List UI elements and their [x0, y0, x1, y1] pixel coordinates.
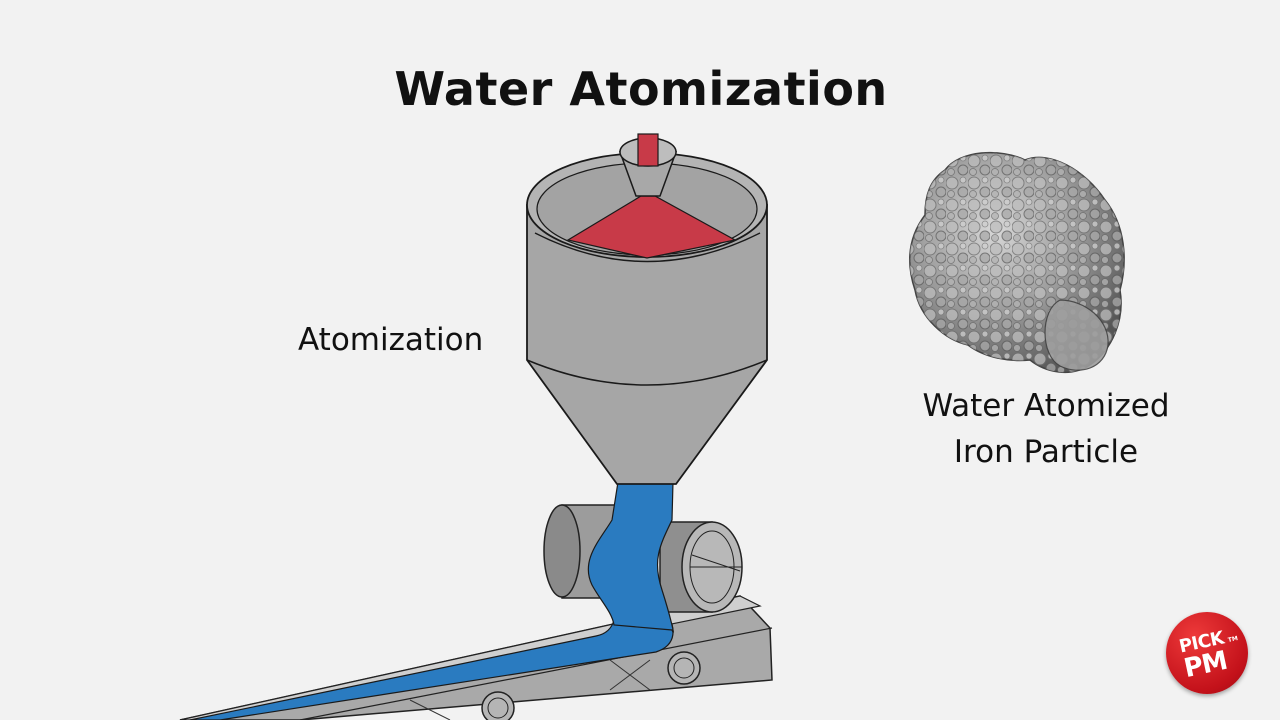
molten-metal-feed — [637, 133, 659, 167]
water-stream-rollers — [587, 481, 674, 633]
right-roller — [659, 521, 743, 613]
conveyor-roller — [667, 651, 701, 685]
pickpm-logo: PICK PM TM — [1166, 612, 1248, 694]
process-label: Atomization — [298, 322, 484, 358]
conveyor-roller — [481, 691, 515, 720]
logo-trademark: TM — [1227, 635, 1239, 644]
particle-caption-line2: Iron Particle — [953, 434, 1139, 470]
iron-particle-image — [909, 151, 1125, 373]
particle-caption: Water Atomized Iron Particle — [896, 383, 1196, 475]
particle-caption-line1: Water Atomized — [922, 388, 1170, 424]
diagram-title: Water Atomization — [394, 62, 888, 116]
